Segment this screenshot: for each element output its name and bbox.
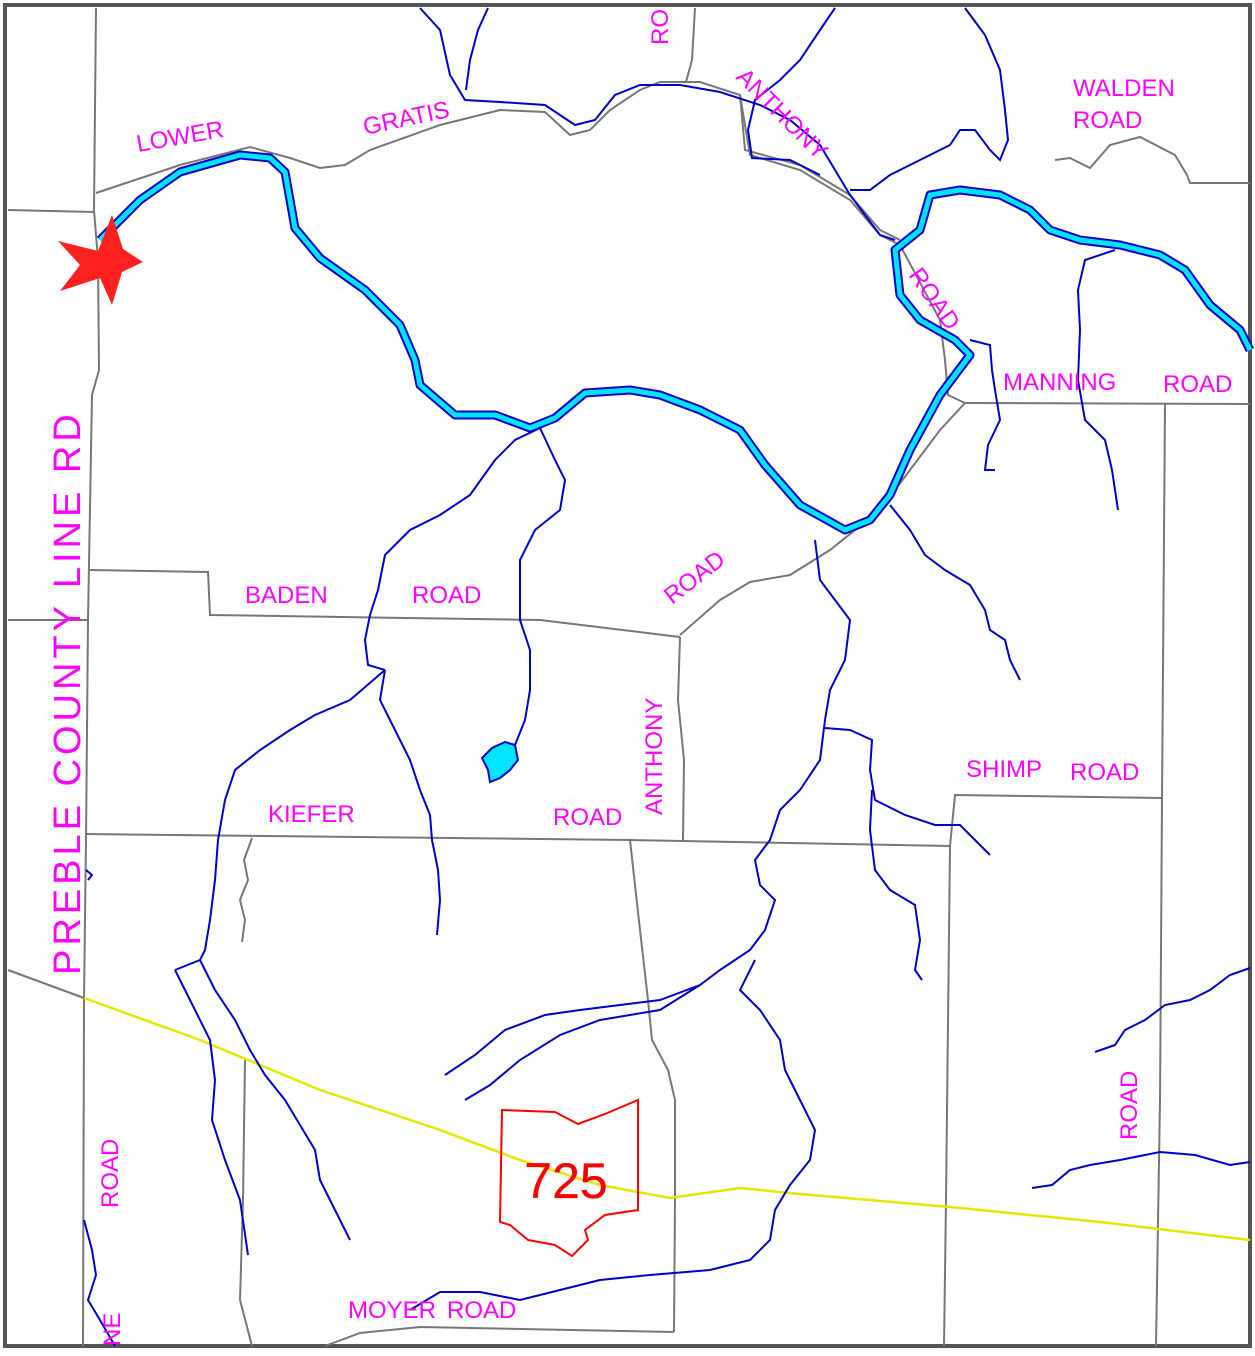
label-walden-road: ROAD (1073, 107, 1142, 134)
stream (83, 1219, 116, 1347)
label-road-east-vertical: ROAD (1116, 1071, 1143, 1140)
ohio-state-route-shield-icon: 725 (498, 1098, 639, 1258)
stream (824, 727, 991, 856)
small-wiggle-road (238, 837, 253, 943)
label-moyer: MOYER (348, 1297, 436, 1324)
label-ro: RO (647, 9, 674, 45)
manning-road (964, 402, 1251, 405)
stream (199, 959, 351, 1241)
highway-725 (83, 996, 1251, 1242)
river-fill (98, 152, 1253, 533)
west-vertical-road (238, 1059, 253, 1347)
label-manning-road: ROAD (1163, 371, 1232, 398)
west-diagonal-road (7, 969, 85, 999)
label-moyer-road: ROAD (447, 1297, 516, 1324)
anthony-road-south (676, 636, 686, 841)
label-shimp-road: ROAD (1070, 759, 1139, 786)
route-number: 725 (524, 1153, 607, 1209)
stream (514, 427, 567, 746)
stream (465, 7, 489, 91)
walden-road (1054, 135, 1250, 184)
stream (409, 959, 817, 1311)
east-vertical-road (1155, 403, 1166, 1347)
west-stub-road (7, 209, 95, 213)
label-baden-road: ROAD (412, 582, 481, 609)
stream (1094, 967, 1251, 1053)
stream (444, 539, 852, 1076)
lower-gratis-road (95, 81, 901, 241)
label-anthony-vertical: ANTHONY (641, 698, 668, 815)
stream (464, 984, 701, 1101)
stream (378, 669, 442, 936)
stream-network (83, 7, 1251, 1347)
stream (363, 427, 541, 671)
label-ne: NE (99, 1313, 126, 1346)
road-network (7, 7, 1251, 1347)
moyer-road (324, 1325, 675, 1347)
label-shimp: SHIMP (966, 756, 1042, 783)
pond (480, 740, 520, 784)
label-road-west-vertical: ROAD (97, 1139, 124, 1208)
stream (174, 969, 249, 1256)
stream (1076, 249, 1119, 511)
label-walden: WALDEN (1073, 75, 1175, 102)
stream (85, 869, 94, 881)
label-kiefer-road: ROAD (553, 804, 622, 831)
label-kiefer: KIEFER (268, 801, 355, 828)
stream (174, 669, 386, 971)
shimp-road (943, 793, 1163, 1347)
red-star-icon (58, 215, 143, 305)
stream (969, 339, 1002, 471)
center-vertical-road (629, 839, 676, 1333)
label-baden: BADEN (245, 582, 328, 609)
stream (1031, 1150, 1251, 1189)
stream (850, 7, 1010, 191)
anthony-road-north (739, 94, 966, 404)
baden-road (89, 569, 681, 638)
ro-road (685, 7, 696, 83)
stream (419, 7, 896, 241)
diagonal-road (679, 402, 966, 636)
label-preble-county-line-rd: PREBLE COUNTY LINE RD (47, 410, 89, 975)
preble-county-line-road (82, 7, 101, 1347)
stream (889, 504, 1021, 681)
stream (868, 789, 923, 981)
label-manning: MANNING (1003, 369, 1116, 396)
map-border (3, 3, 1252, 1348)
stream (746, 7, 836, 176)
